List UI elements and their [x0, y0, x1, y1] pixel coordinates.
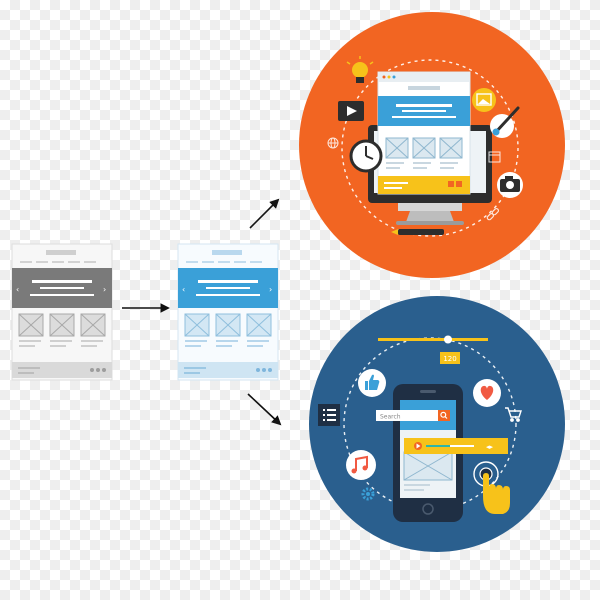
counter-badge: 120: [440, 352, 460, 364]
brush-icon: [490, 106, 520, 138]
search-button[interactable]: [438, 410, 450, 421]
search-label: Search: [380, 414, 401, 421]
pen-icon: [391, 229, 444, 235]
globe-icon: [327, 137, 339, 149]
counter-value: 120: [443, 355, 456, 363]
svg-text:‹: ‹: [182, 285, 185, 294]
window-icon: [488, 151, 501, 163]
arrow-icon: [247, 393, 282, 426]
svg-text:‹: ‹: [16, 285, 19, 294]
media-player-bar[interactable]: ◂▸: [404, 438, 508, 454]
image-icon: [472, 88, 496, 112]
gray-wireframe: ‹ ›: [11, 243, 113, 381]
svg-text:›: ›: [103, 285, 106, 294]
cart-icon[interactable]: [505, 407, 522, 422]
arrow-icon: [249, 198, 280, 229]
music-icon[interactable]: [346, 450, 376, 480]
blue-image-placeholders: [184, 313, 272, 337]
hand-pointer-icon[interactable]: [473, 461, 510, 514]
search-bar[interactable]: Search: [376, 410, 450, 421]
volume-slider[interactable]: [378, 335, 488, 344]
play-icon: [338, 101, 364, 121]
heart-icon[interactable]: [473, 379, 501, 407]
thumbs-up-icon[interactable]: [358, 369, 386, 397]
blue-wireframe: ‹ ›: [177, 243, 279, 381]
search-icon: [440, 411, 448, 419]
list-icon[interactable]: [318, 404, 340, 426]
floating-webpage: [377, 71, 471, 195]
desktop-design-scene: [299, 12, 565, 278]
svg-text:◂▸: ◂▸: [486, 443, 494, 451]
svg-text:›: ›: [269, 285, 272, 294]
camera-icon: [497, 172, 523, 198]
clock-icon: [349, 139, 383, 173]
gear-icon: [361, 487, 375, 501]
lightbulb-icon: [346, 56, 374, 83]
gray-image-placeholders: [18, 313, 106, 337]
mobile-design-scene: 120 Search: [309, 296, 565, 552]
link-icon: [486, 207, 500, 221]
